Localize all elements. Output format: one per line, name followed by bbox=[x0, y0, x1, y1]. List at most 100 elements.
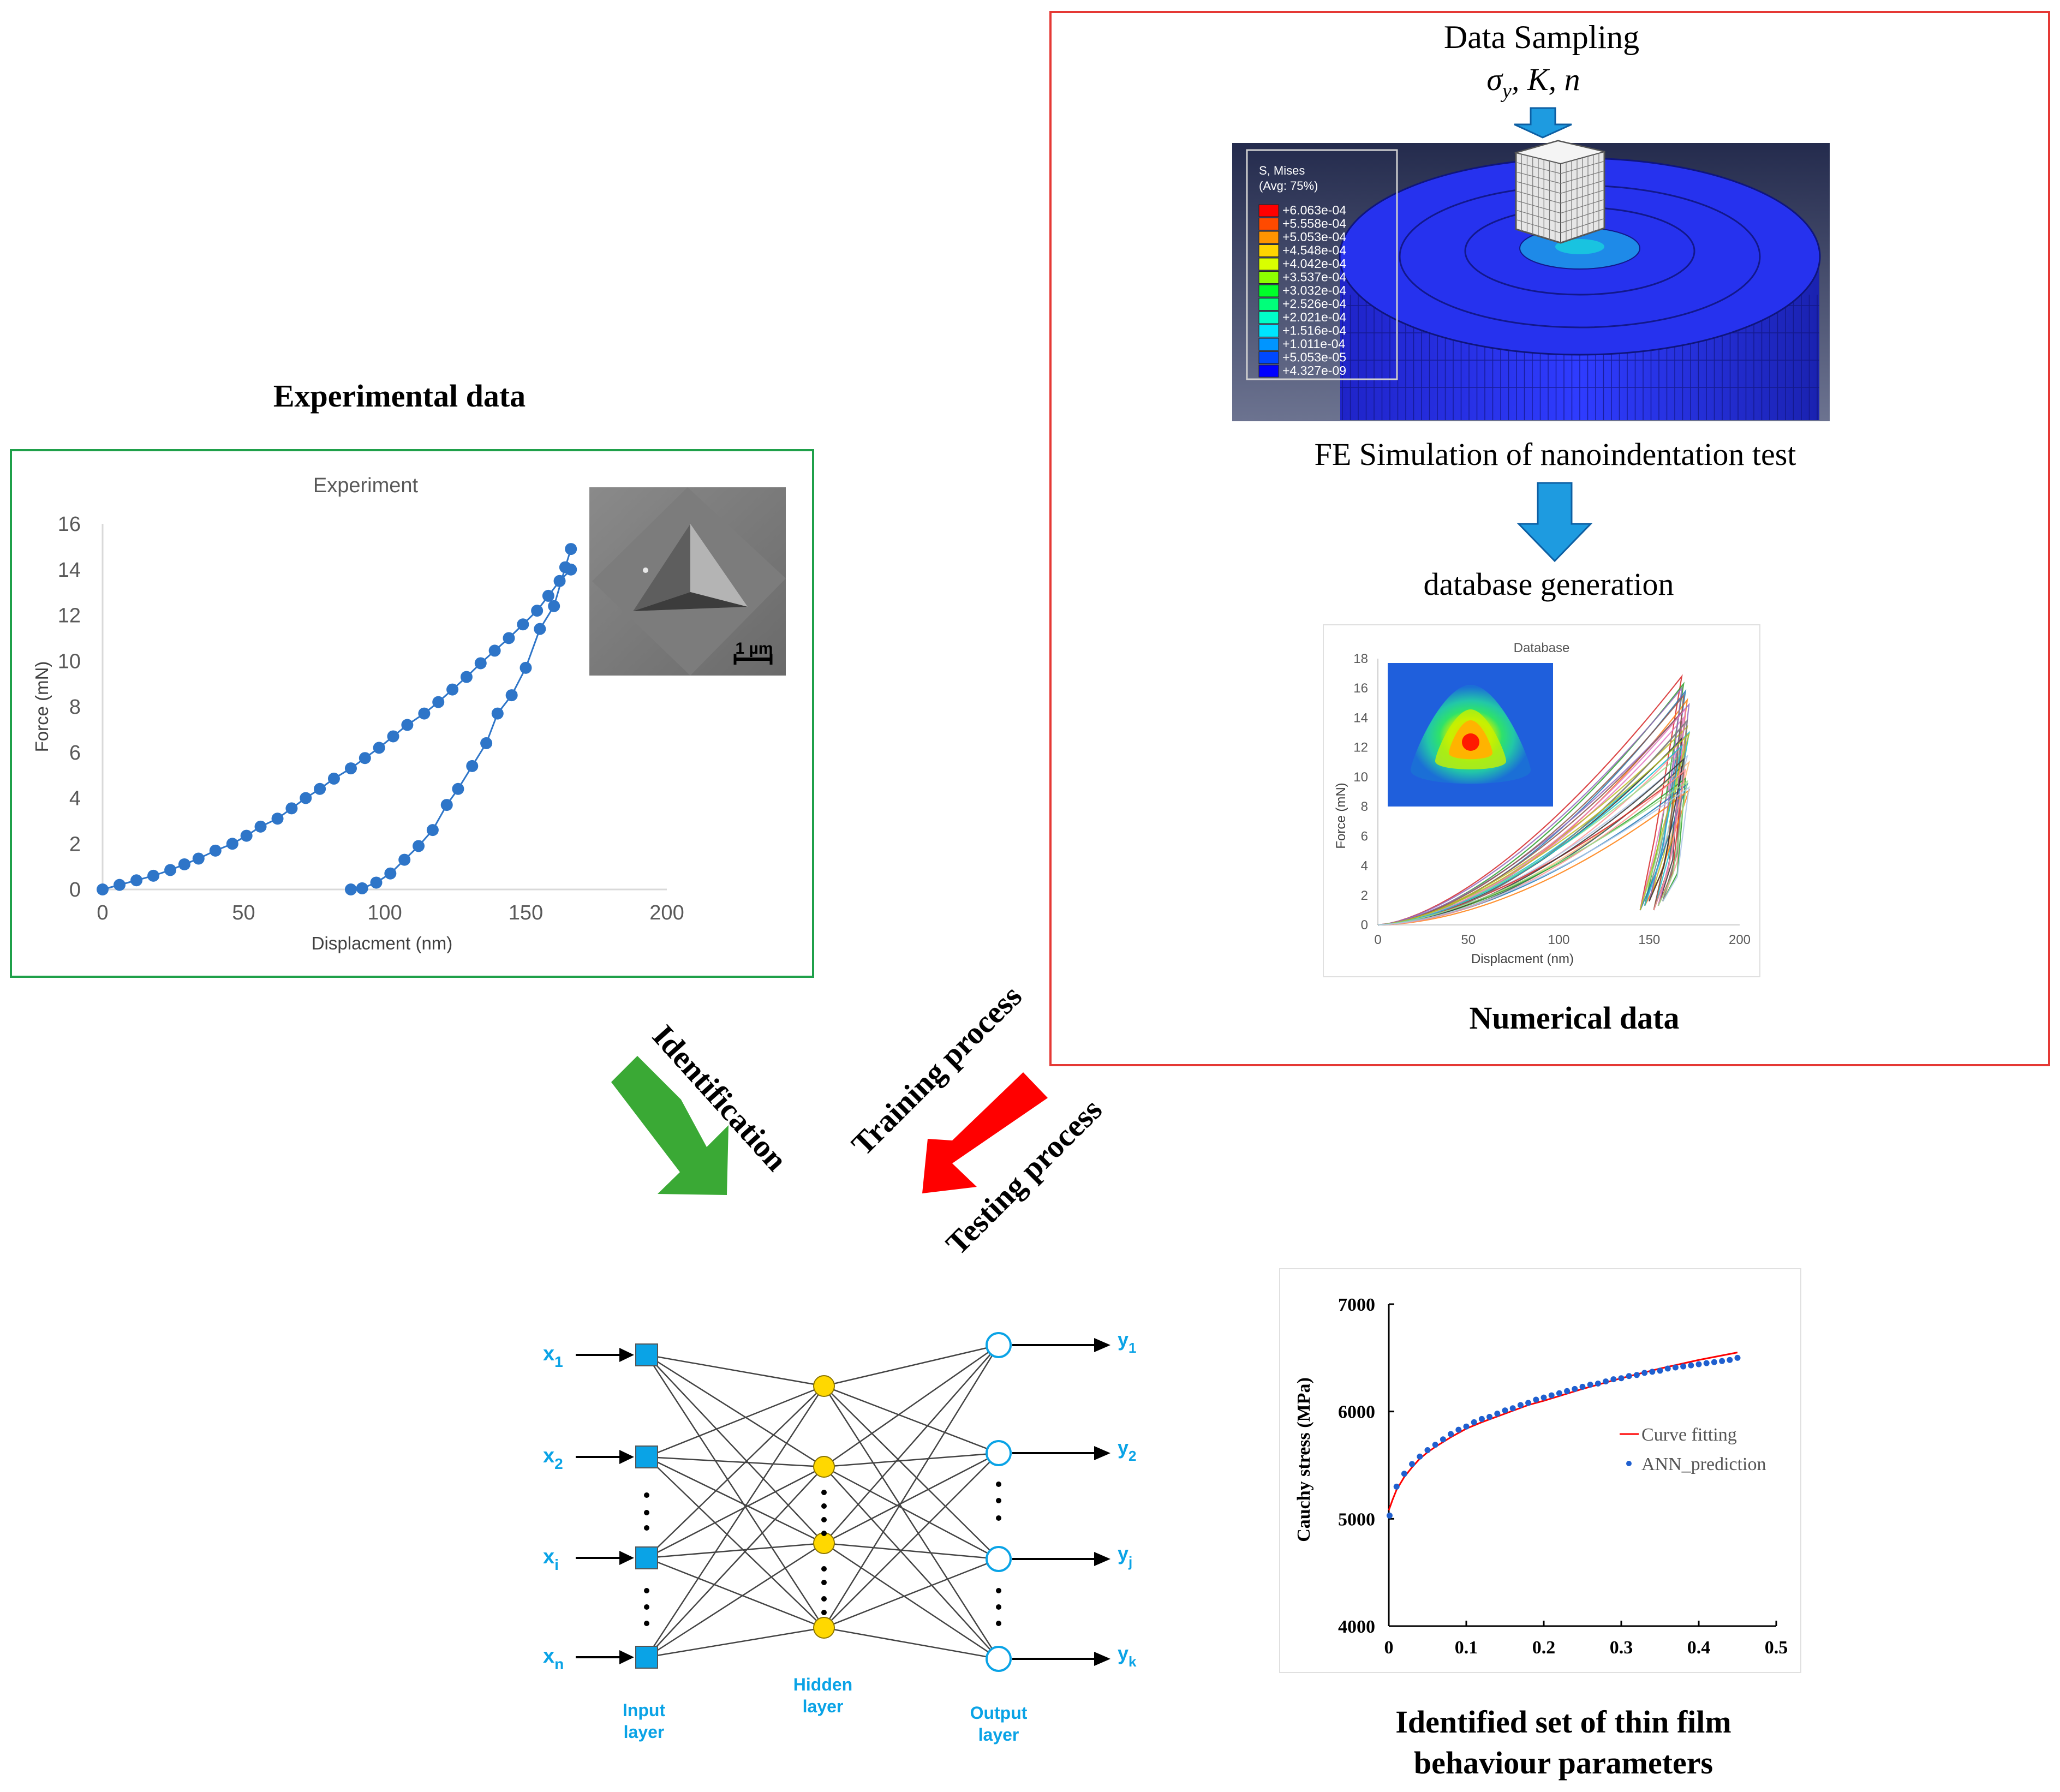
connection bbox=[646, 1466, 825, 1559]
sampling-arrow bbox=[1514, 107, 1572, 139]
y-tick-label: 10 bbox=[58, 650, 81, 673]
connection bbox=[646, 1542, 825, 1658]
connection bbox=[646, 1354, 825, 1628]
y-tick-label: 0 bbox=[69, 879, 81, 901]
data-point bbox=[452, 782, 464, 795]
input-label: x1 bbox=[543, 1342, 563, 1370]
connection bbox=[646, 1456, 825, 1544]
data-point bbox=[559, 561, 571, 574]
legend-value: +5.053e-04 bbox=[1282, 230, 1346, 244]
y-tick-label: 7000 bbox=[1338, 1295, 1375, 1315]
experimental-heading: Experimental data bbox=[273, 378, 526, 414]
series-line bbox=[350, 548, 572, 891]
ann-point bbox=[1727, 1357, 1733, 1363]
legend-value: +1.011e-04 bbox=[1282, 337, 1346, 351]
legend-swatch bbox=[1258, 365, 1279, 378]
x-tick-label: 0 bbox=[97, 901, 108, 924]
series-line bbox=[1377, 789, 1691, 926]
hidden-node bbox=[813, 1617, 835, 1639]
connection bbox=[646, 1385, 825, 1658]
y-tick-label: 2 bbox=[69, 833, 81, 856]
data-point bbox=[432, 696, 445, 708]
x-tick-label: 0.3 bbox=[1610, 1638, 1633, 1658]
input-label: xn bbox=[543, 1645, 564, 1672]
legend-swatch bbox=[1258, 311, 1279, 324]
ann-point bbox=[1595, 1381, 1601, 1387]
numerical-heading: Numerical data bbox=[1470, 1000, 1680, 1036]
input-node bbox=[635, 1546, 658, 1569]
data-sampling-label: Data Sampling bbox=[1444, 19, 1639, 55]
ann-point bbox=[1502, 1407, 1508, 1414]
x-tick-label: 200 bbox=[1729, 933, 1751, 947]
ellipsis-dot bbox=[996, 1588, 1001, 1593]
ann-point bbox=[1478, 1415, 1485, 1422]
data-point bbox=[327, 772, 340, 785]
identification-arrow bbox=[611, 1056, 729, 1195]
y-tick-label: 8 bbox=[1361, 799, 1368, 814]
data-point bbox=[178, 858, 190, 870]
y-tick-label: 4000 bbox=[1338, 1617, 1375, 1637]
input-subscript: i bbox=[554, 1556, 559, 1573]
hidden-node bbox=[813, 1375, 835, 1397]
x-tick-label: 200 bbox=[649, 901, 684, 924]
ann-point bbox=[1494, 1411, 1501, 1417]
ellipsis-dot bbox=[996, 1515, 1001, 1521]
experimental-chart-title: Experiment bbox=[313, 474, 419, 497]
ellipsis-dot bbox=[821, 1580, 827, 1585]
data-point bbox=[130, 874, 143, 887]
ellipsis-dot bbox=[644, 1604, 649, 1610]
output-label: yj bbox=[1118, 1542, 1132, 1570]
process-arrows: Identification Training process Testing … bbox=[611, 978, 1109, 1262]
numerical-section: Data Sampling σy, K, n S, Mises (Avg: 75… bbox=[1049, 11, 2050, 1066]
y-tick-label: 8 bbox=[69, 696, 81, 719]
ellipsis-dot bbox=[821, 1503, 827, 1509]
legend-value: +4.327e-09 bbox=[1282, 363, 1346, 378]
ann-point bbox=[1533, 1396, 1539, 1403]
ellipsis-dot bbox=[821, 1610, 827, 1615]
output-layer-label: layer bbox=[978, 1725, 1019, 1745]
x-tick-label: 0.4 bbox=[1687, 1638, 1711, 1658]
legend-swatch bbox=[1258, 271, 1279, 284]
input-arrowhead bbox=[619, 1450, 634, 1464]
legend-swatch bbox=[1258, 231, 1279, 244]
legend-swatch bbox=[1258, 298, 1279, 310]
output-node bbox=[986, 1440, 1012, 1466]
x-tick-label: 0.2 bbox=[1532, 1638, 1556, 1658]
legend-swatch bbox=[1258, 218, 1279, 230]
series-line bbox=[1377, 694, 1685, 926]
connection bbox=[646, 1385, 825, 1458]
data-point bbox=[531, 605, 544, 617]
connection bbox=[823, 1542, 999, 1660]
ann-point bbox=[1633, 1372, 1640, 1378]
ellipsis-dot bbox=[644, 1525, 649, 1531]
output-subscript: 2 bbox=[1128, 1448, 1136, 1464]
legend-value: +2.021e-04 bbox=[1282, 310, 1346, 324]
data-point bbox=[314, 782, 326, 795]
database-generation-label: database generation bbox=[1424, 566, 1674, 602]
connection bbox=[646, 1354, 825, 1468]
data-point bbox=[398, 853, 411, 866]
connection bbox=[646, 1354, 825, 1387]
ann-point bbox=[1734, 1354, 1741, 1361]
fe-simulation-label: FE Simulation of nanoindentation test bbox=[1315, 437, 1796, 472]
legend-swatch bbox=[1258, 244, 1279, 257]
data-point bbox=[466, 760, 479, 772]
ellipsis-dot bbox=[821, 1531, 827, 1536]
legend-swatch bbox=[1258, 325, 1279, 337]
input-subscript: n bbox=[554, 1656, 564, 1672]
legend-value: +3.537e-04 bbox=[1282, 270, 1346, 284]
legend-swatch bbox=[1258, 284, 1279, 297]
hidden-node bbox=[813, 1456, 835, 1478]
ann-point bbox=[1540, 1394, 1547, 1401]
connection bbox=[646, 1542, 825, 1559]
mesh-line bbox=[1515, 200, 1561, 214]
series-line bbox=[1377, 674, 1683, 926]
data-point bbox=[240, 829, 253, 842]
data-point bbox=[300, 792, 312, 804]
legend-swatch bbox=[1258, 204, 1279, 217]
ann-point bbox=[1579, 1383, 1586, 1390]
ann-point bbox=[1618, 1375, 1625, 1382]
data-point bbox=[254, 820, 267, 833]
y-tick-label: 18 bbox=[1353, 652, 1368, 666]
